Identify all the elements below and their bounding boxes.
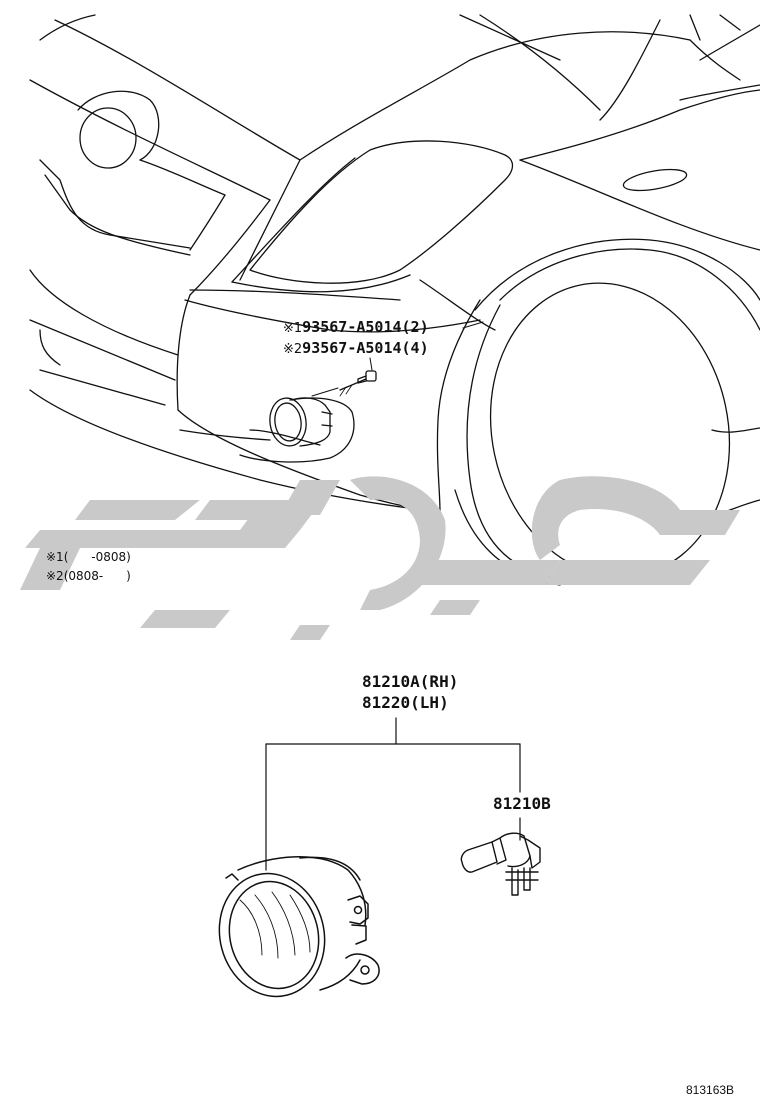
bolt-part-label-2: ※293567-A5014(4) <box>283 339 429 357</box>
watermark-logo <box>20 476 740 640</box>
footnote-mark: ※2 <box>283 342 303 357</box>
fog-lamp-assembly <box>218 856 380 998</box>
fog-lamp-lh-part-number: 81220(LH) <box>362 693 449 712</box>
bolt-illustration <box>339 370 377 397</box>
lower-leader-bracket <box>265 717 521 871</box>
bulb-part-number: 81210B <box>493 794 551 813</box>
upper-leader-lines <box>311 321 484 397</box>
footnote-range: ( -0808) <box>63 550 131 564</box>
diagram-reference-number: 813163B <box>686 1083 735 1097</box>
footnote-1: ※1( -0808) <box>46 551 131 563</box>
car-body-illustration <box>29 14 760 586</box>
installed-fog-lamp <box>269 397 333 447</box>
footnote-mark: ※2 <box>46 569 64 583</box>
footnote-range: (0808- ) <box>63 569 131 583</box>
footnote-mark: ※1 <box>283 321 303 336</box>
fog-lamp-rh-part-number: 81210A(RH) <box>362 672 459 691</box>
fog-lamp-bulb <box>460 832 541 896</box>
bolt-part-number: 93567-A5014(2) <box>302 318 429 336</box>
footnote-2: ※2(0808- ) <box>46 570 131 582</box>
bolt-part-label-1: ※193567-A5014(2) <box>283 318 429 336</box>
bolt-part-number: 93567-A5014(4) <box>302 339 429 357</box>
footnote-mark: ※1 <box>46 550 64 564</box>
